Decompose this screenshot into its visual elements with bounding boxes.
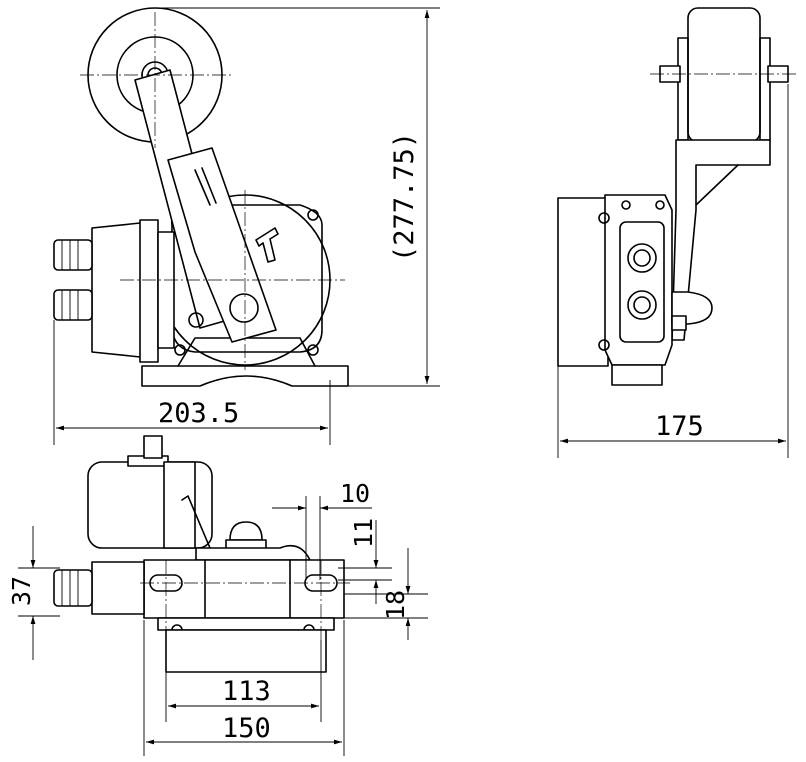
- front-view-dimensions: 175: [557, 84, 789, 458]
- terminal-flange: [139, 219, 159, 363]
- top-view-dimensions: 10 11 18 37 113 150: [7, 479, 428, 756]
- front-gland-lower: [627, 290, 657, 320]
- base-height-label: 37: [7, 576, 36, 606]
- lever-arm-lower: [167, 147, 277, 343]
- base-width-label: 150: [222, 713, 271, 744]
- lever-pivot-bolt: [229, 293, 259, 323]
- terminal-neck: [157, 231, 175, 349]
- top-base-flange: [157, 617, 335, 631]
- front-rear-box: [557, 197, 609, 367]
- cable-gland-upper: [53, 239, 93, 271]
- front-roller: [687, 7, 761, 143]
- top-terminal-box: [91, 561, 145, 615]
- side-base-plate: [141, 365, 349, 387]
- top-cable-gland: [53, 569, 93, 607]
- slot-offset-label: 10: [340, 479, 370, 508]
- front-terminal-panel: [619, 221, 665, 343]
- front-gland-upper: [627, 243, 657, 273]
- side-view: [53, 7, 349, 387]
- side-view-dimensions: (277.75) 203.5: [53, 7, 440, 445]
- housing-screw-br: [307, 344, 319, 356]
- top-button-dome: [229, 521, 263, 541]
- cable-gland-lower: [53, 289, 93, 321]
- height-overall-label: (277.75): [389, 132, 420, 262]
- housing-screw-bl: [174, 344, 186, 356]
- width-side-label: 203.5: [158, 398, 239, 429]
- slot-height-label: 11: [349, 518, 378, 548]
- top-base-plate: [165, 629, 327, 673]
- housing-screw-tr: [307, 209, 319, 221]
- front-view: [557, 7, 798, 386]
- top-lever: [163, 461, 196, 549]
- slot-width-label: 18: [381, 590, 410, 620]
- depth-front-label: 175: [655, 411, 704, 442]
- top-axle-nut: [143, 435, 163, 459]
- hole-spacing-label: 113: [222, 676, 271, 707]
- front-base-foot: [611, 364, 663, 386]
- cam-stop: [255, 227, 279, 263]
- housing-screw-mid: [188, 312, 204, 328]
